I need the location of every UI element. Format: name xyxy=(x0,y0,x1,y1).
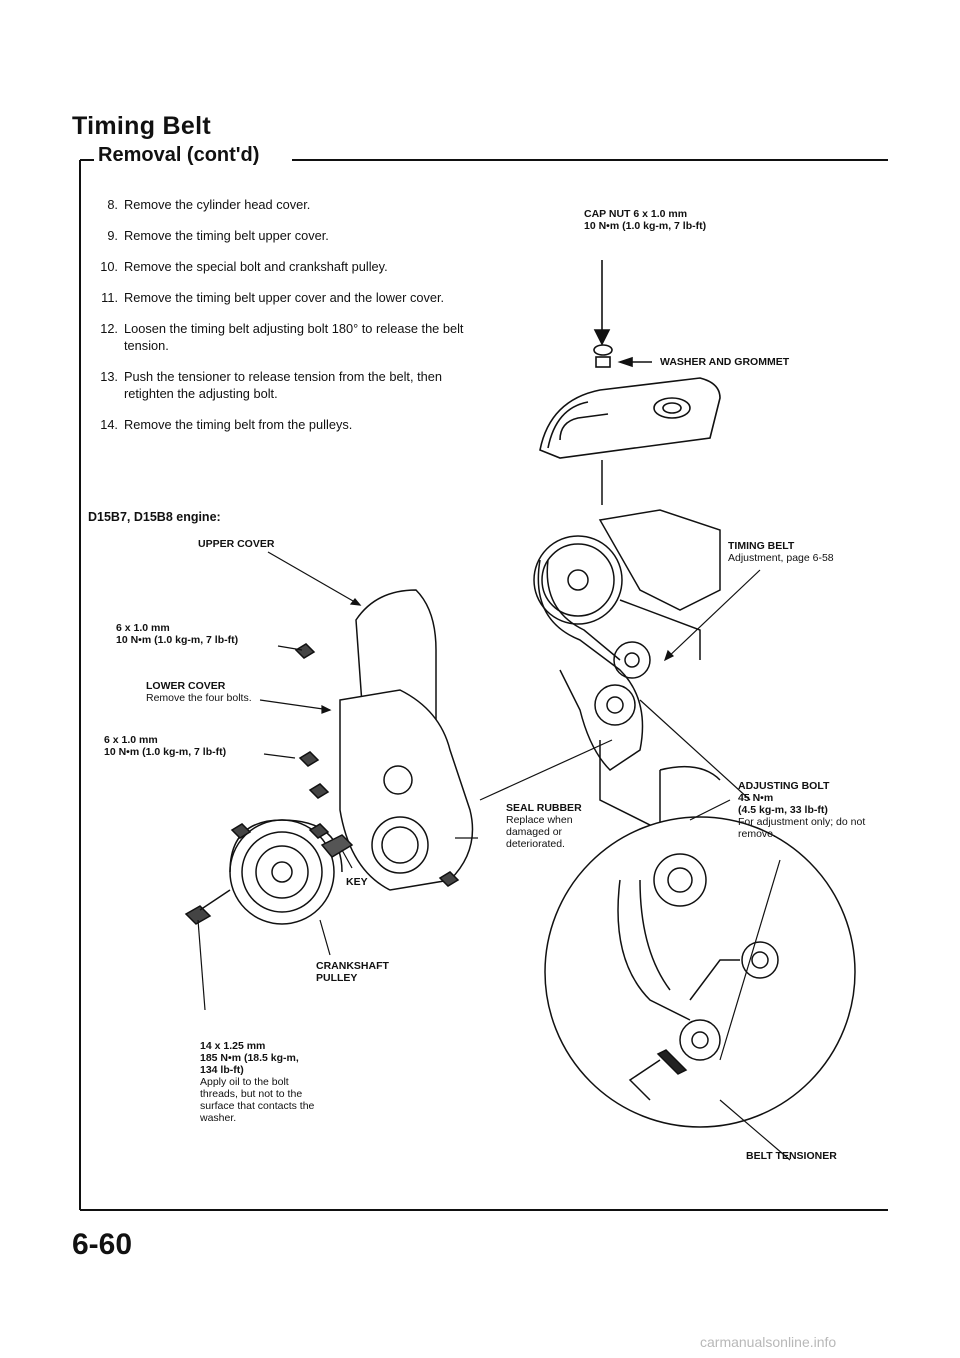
covers-and-pulley-drawing xyxy=(184,589,474,925)
label-washer: WASHER AND GROMMET xyxy=(660,356,789,368)
step-text: Remove the special bolt and crankshaft p… xyxy=(124,259,388,274)
step-number: 13. xyxy=(100,369,118,384)
label-name: 6 x 1.0 mm xyxy=(104,734,158,746)
engine-heading: D15B7, D15B8 engine: xyxy=(88,510,221,524)
label-note: Remove the four bolts. xyxy=(146,692,252,704)
label-bolt-lower: 6 x 1.0 mm 10 N•m (1.0 kg-m, 7 lb-ft) xyxy=(104,734,226,758)
label-name: WASHER AND GROMMET xyxy=(660,356,790,368)
label-name: SEAL RUBBER xyxy=(506,802,582,814)
step-text: Remove the timing belt from the pulleys. xyxy=(124,417,353,432)
label-name: 14 x 1.25 mm xyxy=(200,1040,266,1052)
list-item: 14. Remove the timing belt from the pulle… xyxy=(94,416,466,433)
label-spec: 10 N•m (1.0 kg-m, 7 lb-ft) xyxy=(104,746,227,758)
step-number: 8. xyxy=(107,197,118,212)
label-name: TIMING BELT xyxy=(728,540,795,552)
list-item: 9. Remove the timing belt upper cover. xyxy=(94,227,466,244)
section-frame xyxy=(79,159,888,1211)
page-title: Timing Belt xyxy=(72,112,211,140)
label-note: Replace when damaged or deteriorated. xyxy=(506,814,573,850)
label-timing-belt: TIMING BELT Adjustment, page 6-58 xyxy=(728,540,834,564)
label-spec: 45 N•m xyxy=(738,792,774,804)
label-key: KEY xyxy=(346,876,368,888)
step-number: 10. xyxy=(100,259,118,274)
label-spec: 10 N•m (1.0 kg-m, 7 lb-ft) xyxy=(116,634,239,646)
step-text: Remove the timing belt upper cover and t… xyxy=(124,290,445,305)
label-name: CRANKSHAFT PULLEY xyxy=(316,960,389,984)
label-lower-cover: LOWER COVER Remove the four bolts. xyxy=(146,680,266,704)
label-name: LOWER COVER xyxy=(146,680,226,692)
label-name: BELT TENSIONER xyxy=(746,1150,837,1162)
step-text: Remove the timing belt upper cover. xyxy=(124,228,329,243)
label-upper-cover: UPPER COVER xyxy=(198,538,274,550)
list-item: 10. Remove the special bolt and crankshaf… xyxy=(94,258,466,275)
label-crank-bolt: 14 x 1.25 mm 185 N•m (18.5 kg-m, 134 lb-… xyxy=(200,1040,324,1124)
timing-belt-drawing xyxy=(533,460,721,832)
label-spec: 185 N•m (18.5 kg-m, xyxy=(200,1052,299,1064)
label-name: 6 x 1.0 mm xyxy=(116,622,170,634)
label-name: ADJUSTING BOLT xyxy=(738,780,830,792)
label-note: Adjustment, page 6-58 xyxy=(728,552,834,564)
label-name: UPPER COVER xyxy=(198,538,275,550)
label-belt-tensioner: BELT TENSIONER xyxy=(746,1150,837,1162)
label-note: For adjustment only; do not remove. xyxy=(738,816,866,840)
watermark: carmanualsonline.info xyxy=(700,1334,837,1350)
step-text: Push the tensioner to release tension fr… xyxy=(124,369,442,401)
cylinder-head-cover-drawing xyxy=(539,260,721,459)
label-spec: 134 lb-ft) xyxy=(200,1064,244,1076)
list-item: 13. Push the tensioner to release tension… xyxy=(94,368,466,402)
label-cap-nut: CAP NUT 6 x 1.0 mm 10 N•m (1.0 kg-m, 7 l… xyxy=(584,208,706,232)
label-spec: 10 N•m (1.0 kg-m, 7 lb-ft) xyxy=(584,220,707,232)
leader-lines xyxy=(197,551,791,1161)
label-seal-rubber: SEAL RUBBER Replace when damaged or dete… xyxy=(506,802,592,850)
step-number: 9. xyxy=(107,228,118,243)
label-spec: (4.5 kg-m, 33 lb-ft) xyxy=(738,804,828,816)
step-text: Remove the cylinder head cover. xyxy=(124,197,311,212)
step-number: 11. xyxy=(101,290,118,305)
list-item: 8. Remove the cylinder head cover. xyxy=(94,196,466,213)
step-number: 14. xyxy=(100,417,118,432)
page-number: 6-60 xyxy=(72,1228,133,1261)
list-item: 12. Loosen the timing belt adjusting bolt… xyxy=(94,320,466,354)
section-subtitle: Removal (cont'd) xyxy=(98,144,260,166)
step-text: Loosen the timing belt adjusting bolt 18… xyxy=(124,321,464,353)
label-adjusting-bolt: ADJUSTING BOLT 45 N•m (4.5 kg-m, 33 lb-f… xyxy=(738,780,868,840)
label-note: Apply oil to the bolt threads, but not t… xyxy=(200,1076,315,1124)
label-name: CAP NUT 6 x 1.0 mm xyxy=(584,208,688,220)
label-bolt-upper: 6 x 1.0 mm 10 N•m (1.0 kg-m, 7 lb-ft) xyxy=(116,622,238,646)
procedure-steps: 8. Remove the cylinder head cover. 9. Remo… xyxy=(94,196,466,447)
list-item: 11. Remove the timing belt upper cover an… xyxy=(94,289,466,306)
label-name: KEY xyxy=(346,876,368,888)
step-number: 12. xyxy=(100,321,118,336)
belt-tensioner-detail-drawing xyxy=(544,816,856,1128)
label-crankshaft-pulley: CRANKSHAFT PULLEY xyxy=(316,960,396,984)
